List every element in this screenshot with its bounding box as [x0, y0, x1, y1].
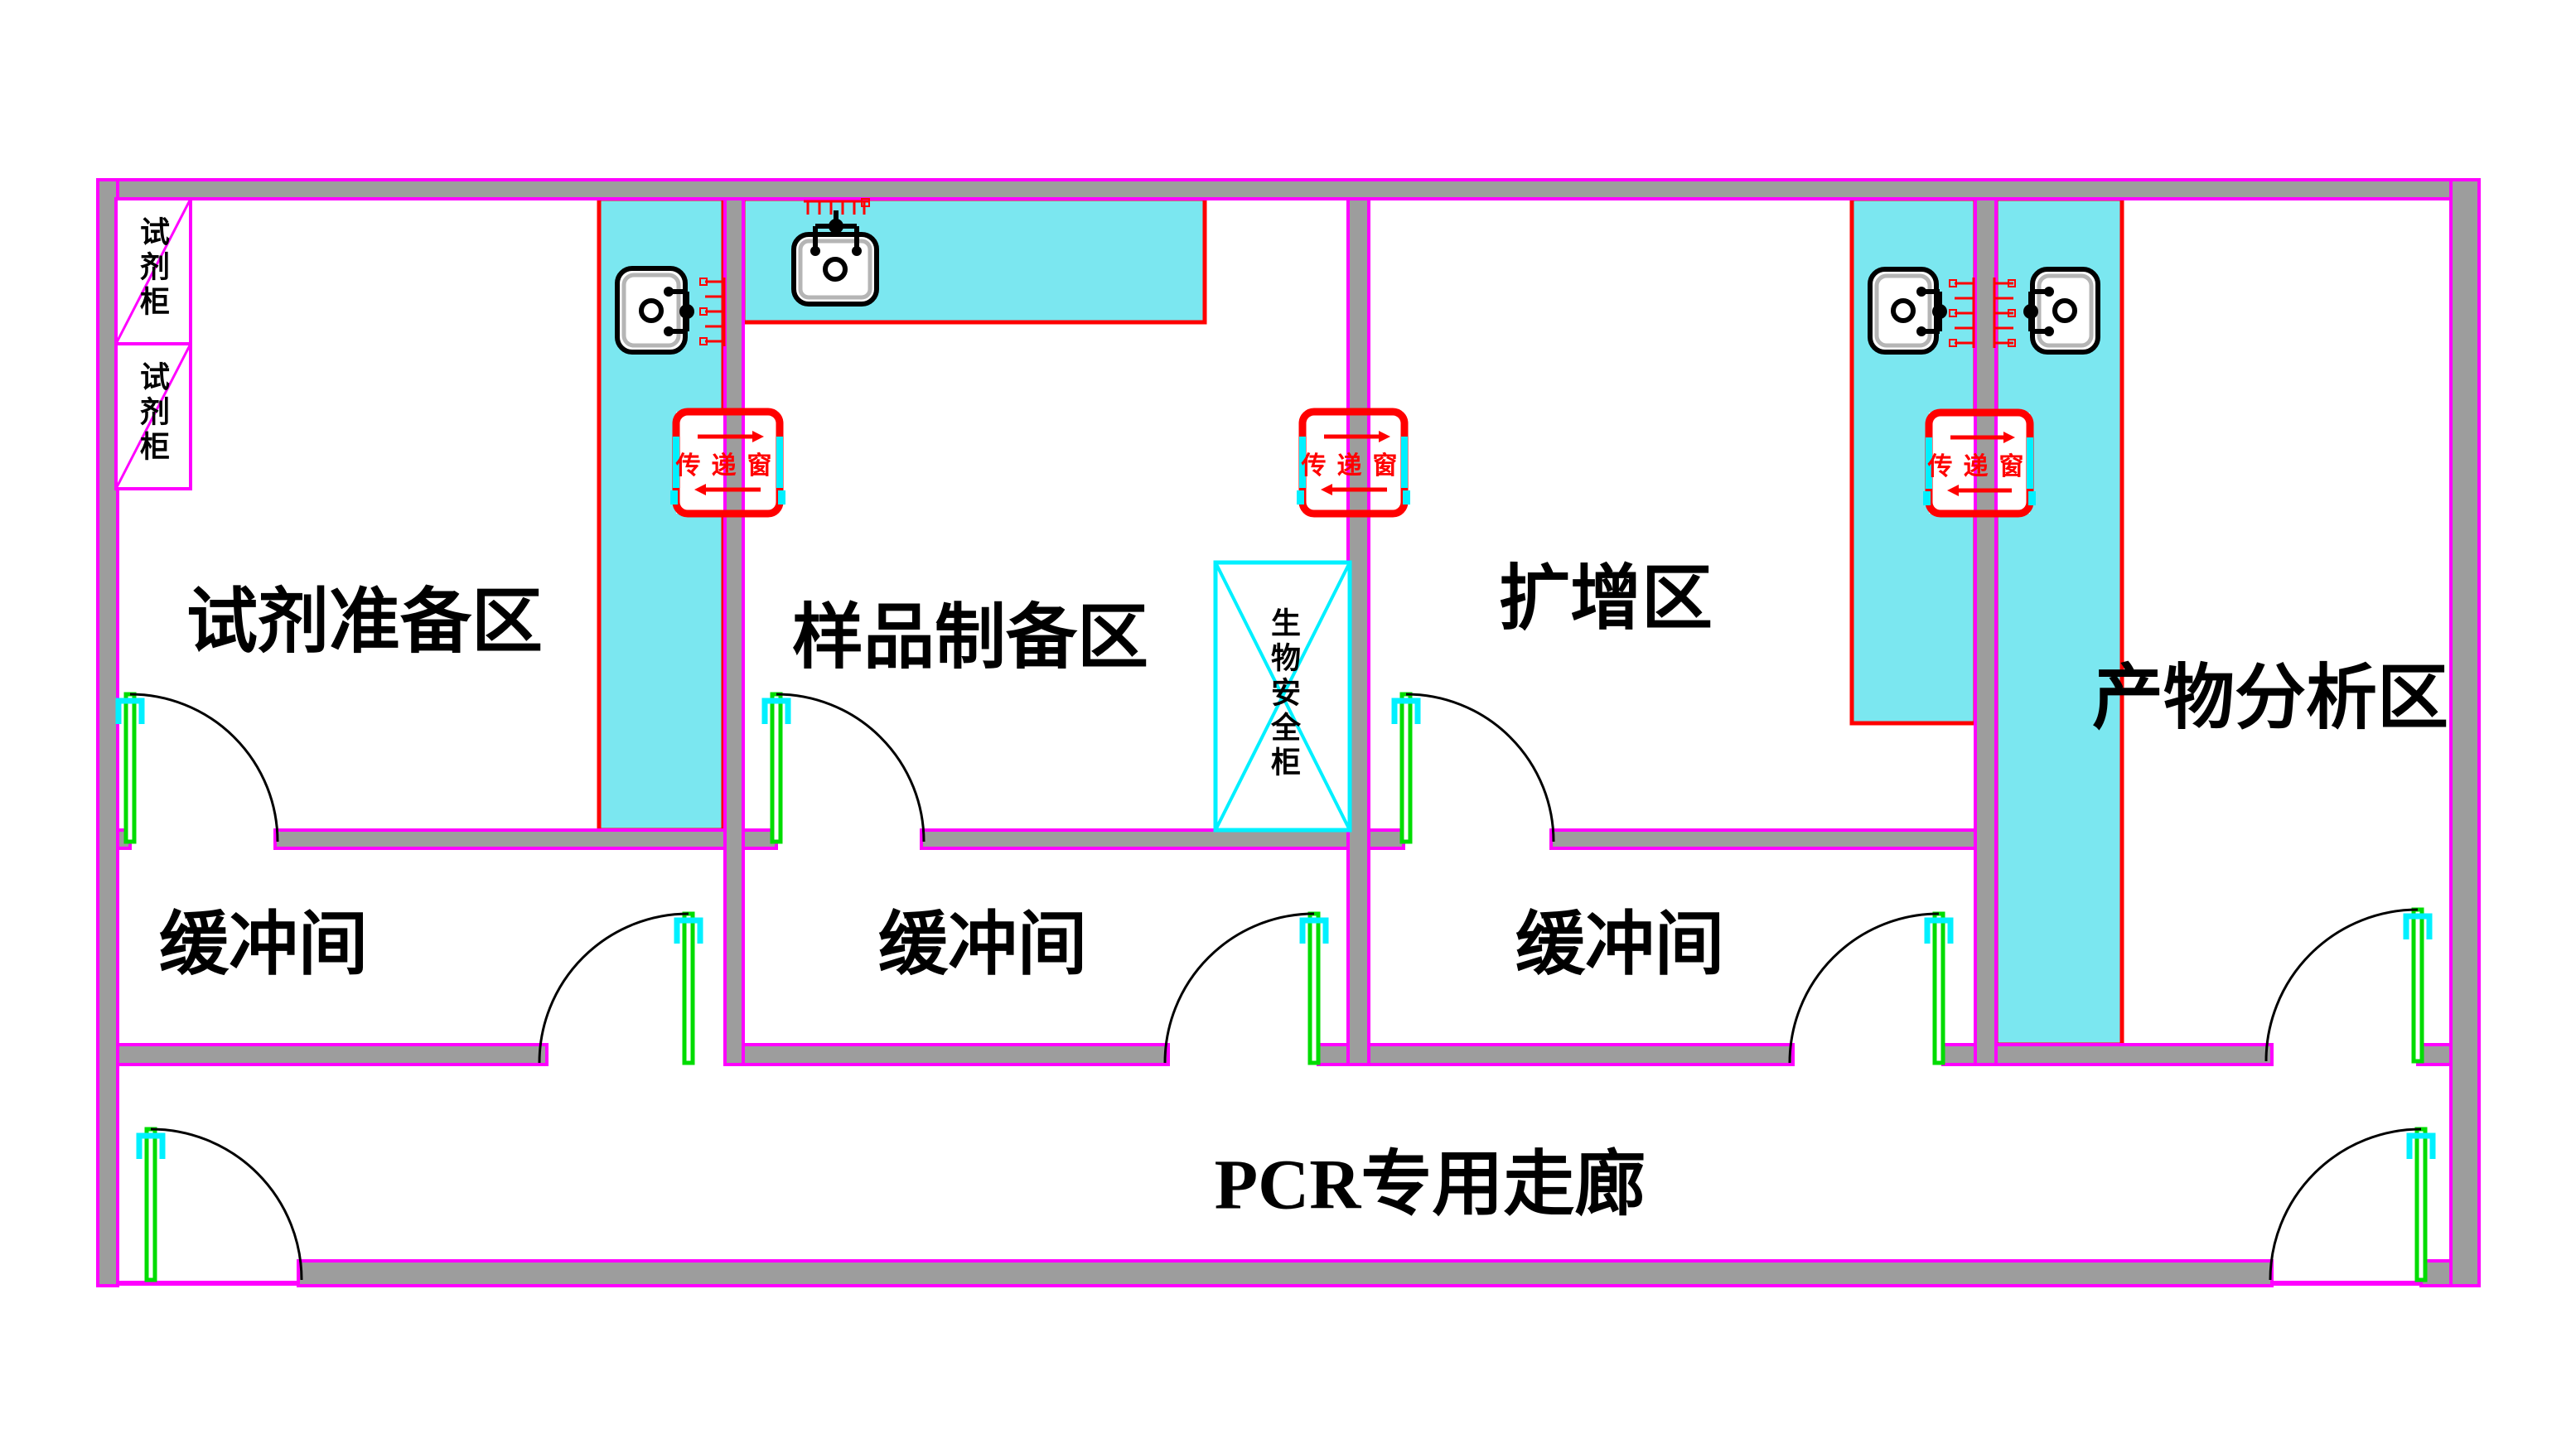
room-label-sample-prep: 样品制备区 — [792, 597, 1148, 678]
sink-icon — [1868, 267, 1947, 355]
room-label-product-analysis: 产物分析区 — [2092, 658, 2448, 738]
door-icon — [2269, 1127, 2436, 1282]
room-label-buffer-2: 缓冲间 — [877, 906, 1088, 984]
biosafety-cabinet — [1213, 560, 1352, 833]
sink-icon — [615, 266, 694, 355]
pass-window-label: 传递窗 — [675, 452, 783, 480]
room-label-amplification: 扩增区 — [1499, 558, 1713, 639]
faucet-rack-icon — [1993, 278, 2016, 348]
pass-window-label: 传递窗 — [1301, 452, 1409, 480]
door-icon — [1163, 911, 1329, 1065]
door-icon — [115, 692, 279, 844]
room-label-corridor: PCR专用走廊 — [1214, 1144, 1646, 1224]
door-icon — [761, 692, 926, 844]
pass-window — [1923, 408, 2036, 518]
door-icon — [1391, 692, 1555, 844]
pass-window-label: 传递窗 — [1927, 453, 2035, 480]
pass-window — [1297, 408, 1410, 518]
door-icon — [1788, 911, 1954, 1065]
cabinet-label-1: 试剂柜 — [136, 216, 169, 321]
biosafety-cabinet-label: 生物安全柜 — [1267, 607, 1300, 781]
room-label-buffer-1: 缓冲间 — [158, 906, 369, 984]
door-icon — [2264, 907, 2433, 1064]
faucet-rack-icon — [1949, 278, 1975, 348]
cabinet-label-2: 试剂柜 — [136, 361, 169, 466]
reagent-cabinet — [114, 342, 192, 490]
faucet-rack-icon — [699, 278, 726, 346]
faucet-rack-icon — [804, 198, 870, 215]
door-icon — [538, 911, 703, 1065]
bench-product-analysis — [1994, 196, 2124, 1047]
walls — [96, 178, 2481, 1287]
sink-icon — [2023, 267, 2100, 355]
door-icon — [136, 1127, 303, 1282]
pass-window — [670, 408, 785, 518]
reagent-cabinet — [114, 197, 192, 345]
room-label-buffer-3: 缓冲间 — [1515, 906, 1725, 984]
sink-icon — [791, 210, 879, 307]
room-label-reagent-prep: 试剂准备区 — [186, 582, 543, 662]
